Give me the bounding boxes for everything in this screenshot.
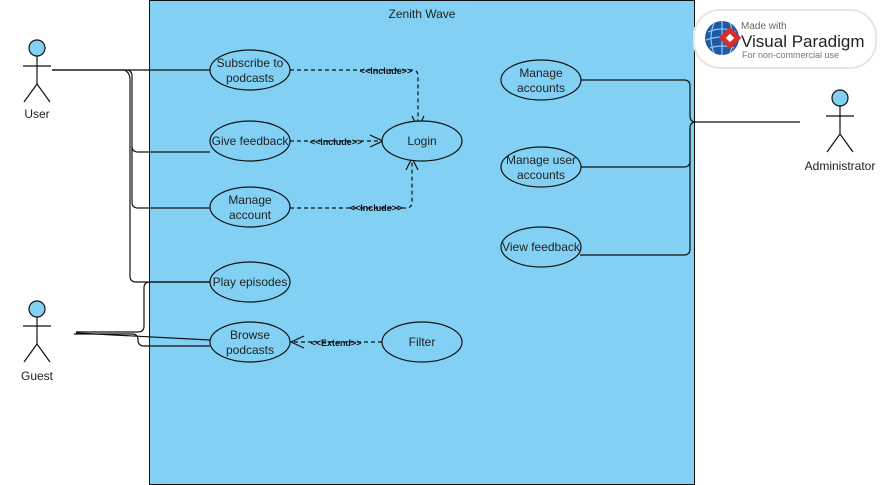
svg-text:accounts: accounts xyxy=(517,168,565,182)
include-label-2: <<Include>> xyxy=(310,137,363,147)
include-label-3: <<Include>> xyxy=(350,203,403,213)
use-case-give-feedback[interactable]: Give feedback xyxy=(209,120,291,162)
user-associations xyxy=(52,69,210,283)
extend-label: <<Extend>> xyxy=(310,338,361,348)
svg-text:Manage: Manage xyxy=(228,193,272,207)
use-case-subscribe-podcasts[interactable]: Subscribe to podcasts xyxy=(209,49,291,91)
svg-text:accounts: accounts xyxy=(517,81,565,95)
guest-associations xyxy=(74,281,211,347)
actor-guest-icon xyxy=(28,300,46,318)
svg-text:Play episodes: Play episodes xyxy=(213,275,288,289)
actor-guest-label: Guest xyxy=(21,369,54,383)
svg-text:View feedback: View feedback xyxy=(502,240,581,254)
svg-text:account: account xyxy=(229,208,272,222)
use-case-view-feedback[interactable]: View feedback xyxy=(500,226,582,268)
svg-text:Give feedback: Give feedback xyxy=(212,134,290,148)
visual-paradigm-logo-icon xyxy=(705,21,742,55)
svg-text:Filter: Filter xyxy=(409,335,436,349)
use-case-play-episodes[interactable]: Play episodes xyxy=(209,261,291,303)
svg-text:Browse: Browse xyxy=(230,328,270,342)
extend-filter-browse: <<Extend>> xyxy=(289,335,382,349)
use-case-manage-accounts[interactable]: Manage accounts xyxy=(500,59,582,101)
svg-text:Manage user: Manage user xyxy=(506,153,576,167)
svg-text:Subscribe to: Subscribe to xyxy=(217,56,284,70)
actor-guest[interactable]: Guest xyxy=(21,300,54,383)
actor-administrator-label: Administrator xyxy=(805,159,876,173)
actor-administrator-icon xyxy=(831,89,849,107)
svg-text:podcasts: podcasts xyxy=(226,343,274,357)
use-case-filter[interactable]: Filter xyxy=(381,321,463,363)
include-label-1: <<Include>> xyxy=(360,66,413,76)
svg-text:Manage: Manage xyxy=(519,66,563,80)
system-title: Zenith Wave xyxy=(389,7,456,21)
watermark-brand: Visual Paradigm xyxy=(741,32,864,51)
admin-associations xyxy=(580,79,800,256)
visual-paradigm-watermark: Made with Visual Paradigm For non-commer… xyxy=(693,9,877,69)
actor-administrator[interactable]: Administrator xyxy=(805,89,876,173)
watermark-usage: For non-commercial use xyxy=(742,50,839,60)
use-case-login[interactable]: Login xyxy=(381,120,463,162)
svg-text:Login: Login xyxy=(407,134,436,148)
svg-text:podcasts: podcasts xyxy=(226,71,274,85)
watermark-made-with: Made with xyxy=(741,21,787,32)
actor-user-icon xyxy=(28,39,46,57)
use-case-browse-podcasts[interactable]: Browse podcasts xyxy=(209,321,291,363)
actor-user-label: User xyxy=(24,107,49,121)
use-case-manage-account[interactable]: Manage account xyxy=(209,186,291,228)
use-case-manage-user-accounts[interactable]: Manage user accounts xyxy=(500,146,582,188)
actor-user[interactable]: User xyxy=(23,39,51,121)
